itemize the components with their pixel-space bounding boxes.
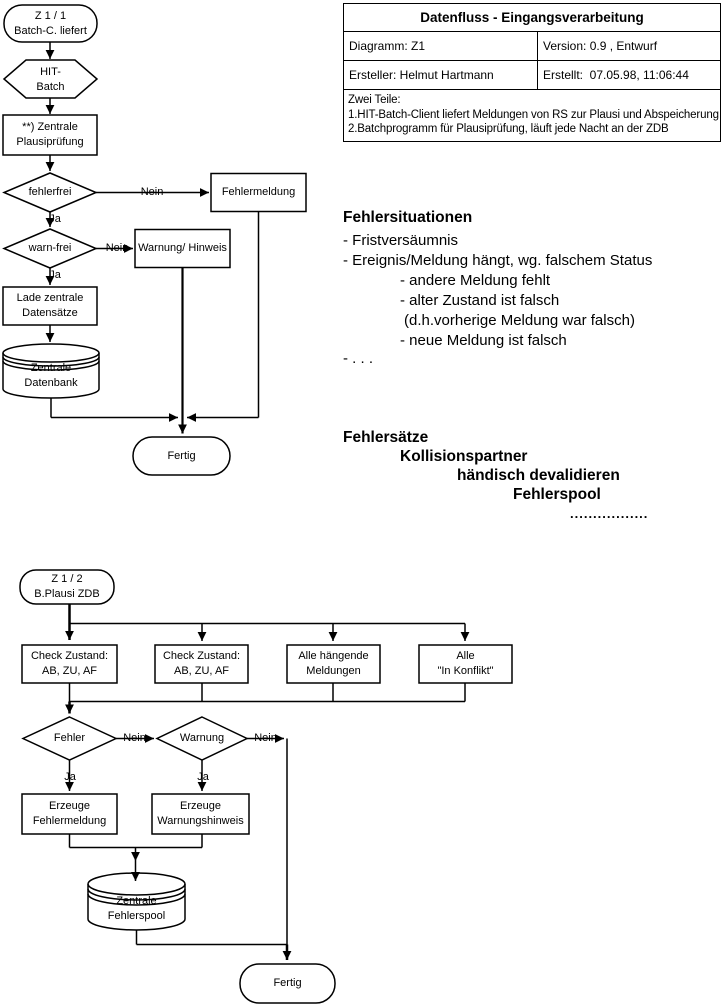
flow1-nein2-edge-label: Nein [105,242,129,255]
flow1-warnfrei-label: warn-frei [28,242,72,255]
fehlersaetze-heading: Fehlersätze [343,429,429,446]
flow1-ja2-edge-label: Ja [49,268,61,281]
flow2-ja-edge-label: Ja [64,770,76,783]
flow2-nein2-edge-label: Nein [254,732,277,745]
fehlersituationen-line: - alter Zustand ist falsch [400,292,560,309]
flow2-start-label: Z 1 / 2 B.Plausi ZDB [34,573,100,600]
fehlersituationen-line: - Ereignis/Meldung hängt, wg. falschem S… [343,252,653,269]
flow1-ja-edge-label: Ja [49,212,61,225]
flow2-shapes [19,569,513,1004]
flow2-fertig-terminator [239,963,336,1004]
flow2-nein-edge-label: Nein [123,732,146,745]
flow2-erzeuge-warnung-process [151,793,250,835]
flow1-start-label: Z 1 / 1 Batch-C. liefert [14,10,87,37]
flow1-hitbatch-label: HIT- Batch [36,65,65,93]
flow1-datenbank-datastore [2,343,100,399]
flow2-check1-label: Check Zustand: AB, ZU, AF [30,650,109,677]
flow1-fehlerfrei-label: fehlerfrei [28,186,72,199]
meta-table: Datenfluss - Eingangsverarbeitung Diagra… [343,3,721,142]
cell-erstellt: Erstellt: 07.05.98, 11:06:44 [543,68,689,82]
fehlersituationen-line: - Fristversäumnis [343,232,459,249]
flow2-erzeuge-warnung-label: Erzeuge Warnungshinweis [157,800,244,827]
cell-beschreibung: Zwei Teile: 1.HIT-Batch-Client liefert M… [348,94,719,135]
fehlersaetze-dots: ................. [570,506,649,521]
flow2-ja2-edge-label: Ja [197,770,209,783]
fehlersituationen-heading: Fehlersituationen [343,209,473,226]
flow1-nein-edge-label: Nein [140,186,164,199]
fehlersituationen-line: - neue Meldung ist falsch [400,332,567,349]
flow2-fehler-label: Fehler [53,732,86,745]
flow2-fehlerspool-datastore [87,872,186,931]
flow1-hitbatch-preparation [2,59,99,99]
table-title: Datenfluss - Eingangsverarbeitung [344,4,720,32]
flow2-erzeuge-fehler-label: Erzeuge Fehlermeldung [32,800,107,827]
flow1-fertig-label: Fertig [167,449,196,462]
flow1-lade-label: Lade zentrale Datensätze [16,292,84,319]
flow2-fertig-label: Fertig [273,977,302,990]
cell-version: Version: 0.9 , Entwurf [543,39,658,53]
flow1-datenbank-label: Zentrale Datenbank [24,362,78,389]
flow2-warnung-label: Warnung [179,732,225,745]
table-row: Ersteller: Helmut Hartmann Erstellt: 07.… [344,61,720,90]
fehlersituationen-line: - andere Meldung fehlt [400,272,551,289]
flow2-haengende-label: Alle hängende Meldungen [298,650,369,677]
fehlersaetze-line: Kollisionspartner [400,448,528,465]
cell-diagramm: Diagramm: Z1 [344,32,538,60]
flow1-plausi-label: **) Zentrale Plausiprüfung [16,121,84,148]
fehlersaetze-line: Fehlerspool [513,486,601,503]
cell-ersteller: Ersteller: Helmut Hartmann [344,61,538,89]
table-row: Diagramm: Z1 Version: 0.9 , Entwurf [344,32,720,61]
flow2-check2-label: Check Zustand: AB, ZU, AF [162,650,241,677]
flow2-fehlerspool-label: Zentrale Fehlerspool [107,895,166,922]
fehlersituationen-line: - . . . [343,350,373,367]
flow1-shapes [2,4,307,476]
fehlersituationen-line: (d.h.vorherige Meldung war falsch) [404,312,635,329]
flow2-konflikt-label: Alle "In Konflikt" [437,650,494,677]
flow1-fehlermeldung-label: Fehlermeldung [221,185,296,198]
flow2-start-terminator [19,569,115,605]
flow1-warnung-label: Warnung/ Hinweis [138,241,227,254]
flow1-fertig-terminator [132,436,231,476]
fehlersaetze-line: händisch devalidieren [457,467,620,484]
